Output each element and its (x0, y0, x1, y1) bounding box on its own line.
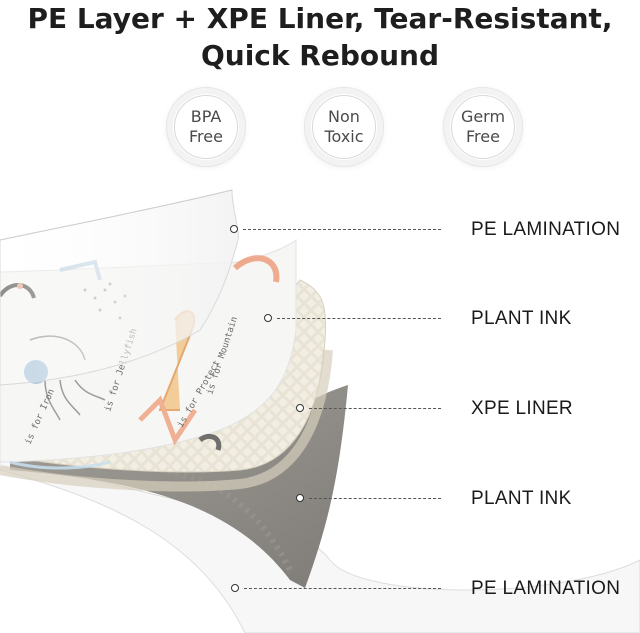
badge-ring (174, 95, 238, 159)
layer-label: PLANT INK (471, 308, 572, 329)
headline-line-2: Quick Rebound (200, 39, 440, 72)
callout-dot (231, 584, 239, 592)
badge-ring (312, 95, 376, 159)
callout-dot (296, 494, 304, 502)
callout-dot (264, 314, 272, 322)
layer-label: PE LAMINATION (471, 578, 621, 599)
bpa-free-badge: BPA Free (166, 87, 246, 167)
callout-bottom-plant-ink: PLANT INK (0, 485, 640, 515)
top-film-edge (0, 189, 233, 241)
callout-leader-line (277, 318, 441, 319)
badge-line-2: Free (189, 127, 223, 146)
callout-bottom-pe-lamination: PE LAMINATION (0, 575, 640, 605)
headline: PE Layer + XPE Liner, Tear-Resistant, Qu… (0, 0, 640, 74)
callout-leader-line (309, 498, 441, 499)
callout-leader-line (309, 408, 441, 409)
headline-line-1: PE Layer + XPE Liner, Tear-Resistant, (27, 2, 613, 35)
callout-leader-line (244, 588, 441, 589)
callout-top-plant-ink: PLANT INK (0, 305, 640, 335)
xpe-liner-edge (0, 349, 333, 492)
layer-label: XPE LINER (471, 398, 573, 419)
layer-label: PLANT INK (471, 488, 572, 509)
callout-dot (230, 225, 238, 233)
badge-line-1: Germ (460, 107, 506, 126)
callout-xpe-liner: XPE LINER (0, 395, 640, 425)
badge-line-2: Toxic (324, 127, 364, 146)
badge-line-2: Free (466, 127, 500, 146)
callout-dot (296, 404, 304, 412)
layer-label: PE LAMINATION (471, 219, 621, 240)
badge-ring (451, 95, 515, 159)
non-toxic-badge: Non Toxic (304, 87, 384, 167)
badge-line-1: Non (328, 107, 360, 126)
mat-layers-illustration: is for Jellyfish is for Mountain is for … (0, 189, 640, 633)
feature-badges: BPA Free Non Toxic Germ Free (0, 87, 640, 169)
germ-free-badge: Germ Free (443, 87, 523, 167)
badge-line-1: BPA (190, 107, 222, 126)
callout-leader-line (243, 229, 441, 230)
callout-top-pe-lamination: PE LAMINATION (0, 216, 640, 246)
